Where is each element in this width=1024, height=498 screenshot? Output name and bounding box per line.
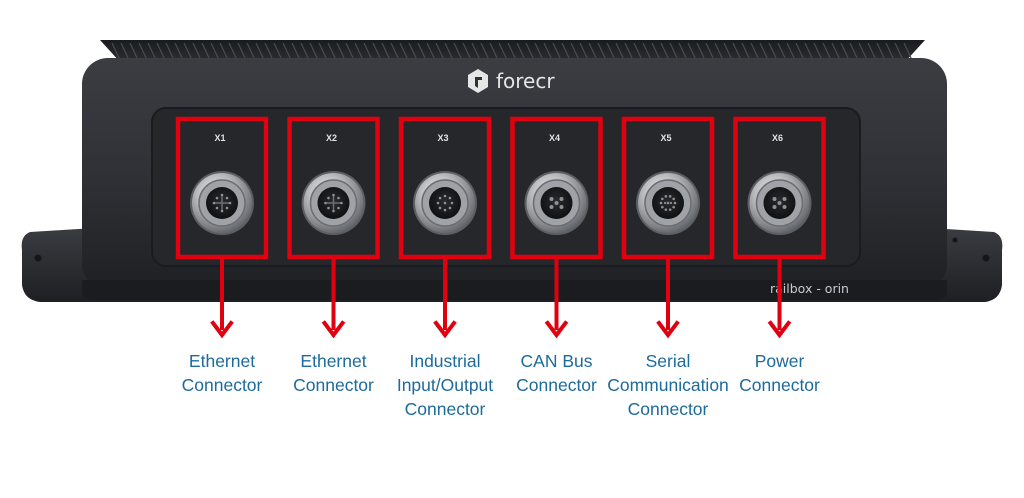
ethernet-connector-icon <box>301 171 366 235</box>
power-connector-icon <box>747 171 812 235</box>
brand: forecr <box>468 69 555 93</box>
port-id-label: X3 <box>437 133 448 143</box>
port-id-label: X5 <box>660 133 671 143</box>
arrow-down-icon <box>656 320 680 339</box>
arrow-down-icon <box>210 320 234 339</box>
can-connector-icon <box>524 171 589 235</box>
arrow-down-icon <box>433 320 457 339</box>
mount-hole <box>982 254 990 262</box>
port-id-label: X4 <box>549 133 560 143</box>
forecr-logo-icon <box>468 69 488 93</box>
port-id-label: X2 <box>326 133 337 143</box>
model-name: railbox - orin <box>770 281 849 296</box>
brand-name: forecr <box>496 69 555 93</box>
highlight-box <box>510 116 603 260</box>
port-x4: X4 <box>510 116 603 339</box>
mount-hole <box>34 254 42 262</box>
connector-label: Ethernet Connector <box>181 351 263 395</box>
port-x6: X6 <box>733 116 826 339</box>
connector-label: Industrial Input/Output Connector <box>396 351 494 419</box>
serial-connector-icon <box>636 171 700 235</box>
port-id-label: X1 <box>214 133 225 143</box>
arrow-down-icon <box>767 320 792 339</box>
connector-label: Serial Communication Connector <box>607 351 729 419</box>
mount-hole <box>952 237 958 243</box>
ethernet-connector-icon <box>190 171 254 235</box>
connector-label: Ethernet Connector <box>293 351 374 395</box>
arrow-down-icon <box>544 320 569 339</box>
highlight-box <box>733 116 826 260</box>
highlight-box <box>287 116 380 260</box>
highlight-box <box>175 116 269 260</box>
port-x1: X1 <box>175 116 269 339</box>
heatsink-fins <box>100 40 925 62</box>
arrow-down-icon <box>321 320 346 339</box>
port-x2: X2 <box>287 116 380 339</box>
connector-label: Power Connector <box>739 351 820 395</box>
io-connector-icon <box>413 171 477 235</box>
connector-label: CAN Bus Connector <box>516 351 597 395</box>
highlight-box <box>398 116 492 260</box>
port-x5: X5 <box>621 116 715 339</box>
port-x3: X3 <box>398 116 492 339</box>
highlight-box <box>621 116 715 260</box>
port-id-label: X6 <box>772 133 783 143</box>
